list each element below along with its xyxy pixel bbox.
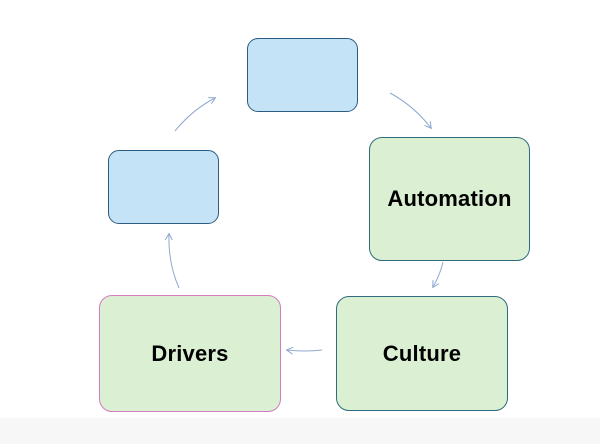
edge-automation-to-culture: [433, 261, 444, 287]
edge-drivers-to-left: [169, 234, 180, 289]
node-left: [108, 150, 219, 224]
node-drivers: Drivers: [99, 295, 281, 412]
node-automation-label: Automation: [387, 186, 512, 211]
edge-top-to-automation: [389, 92, 431, 128]
node-automation: Automation: [369, 137, 530, 261]
node-culture-label: Culture: [382, 340, 462, 366]
edge-left-to-top: [174, 98, 215, 132]
node-drivers-label: Drivers: [151, 340, 229, 366]
edge-culture-to-drivers: [287, 350, 323, 351]
node-culture: Culture: [336, 296, 508, 411]
node-top: [247, 38, 358, 112]
bottom-shade: [0, 418, 600, 444]
